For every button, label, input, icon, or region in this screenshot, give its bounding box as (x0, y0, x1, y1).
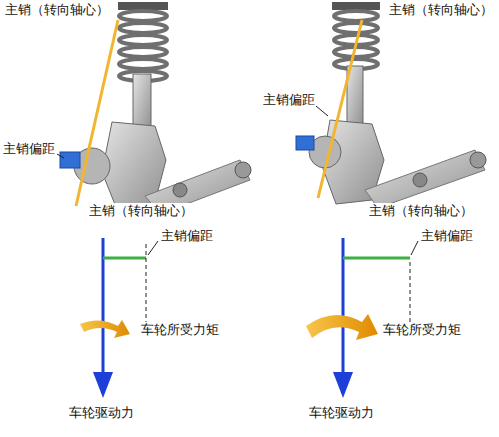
right-schematic (306, 238, 418, 398)
label-text: 主销偏距 (160, 228, 214, 244)
label-text: 主销偏距 (421, 228, 473, 243)
label-text: 主销（转向轴心） (88, 203, 194, 219)
label-text: 主销偏距 (161, 228, 213, 243)
label-text: 主销（转向轴心） (89, 203, 193, 218)
label-text: 车轮驱动力 (69, 405, 134, 420)
label-text: 车轮驱动力 (68, 405, 135, 421)
label-text: 车轮所受力矩 (382, 322, 462, 338)
label-text: 主销（转向轴心） (5, 2, 109, 17)
label-text: 车轮所受力矩 (141, 322, 219, 337)
right-suspension (296, 2, 486, 208)
label-text: 车轮驱动力 (308, 405, 375, 421)
label-text: 主销偏距 (3, 141, 55, 156)
label-text: 主销（转向轴心） (369, 203, 473, 218)
label-text: 主销偏距 (2, 141, 56, 157)
label-text: 主销偏距 (262, 92, 316, 108)
label-text: 主销（转向轴心） (4, 2, 110, 18)
label-text: 车轮所受力矩 (383, 322, 461, 337)
label-text: 车轮驱动力 (309, 405, 374, 420)
label-text: 主销（转向轴心） (388, 2, 494, 18)
label-text: 主销（转向轴心） (389, 2, 493, 17)
label-text: 主销偏距 (420, 228, 474, 244)
left-suspension (57, 2, 251, 214)
label-text: 车轮所受力矩 (140, 322, 220, 338)
left-schematic (80, 238, 158, 398)
label-text: 主销（转向轴心） (368, 203, 474, 219)
label-text: 主销偏距 (263, 92, 315, 107)
